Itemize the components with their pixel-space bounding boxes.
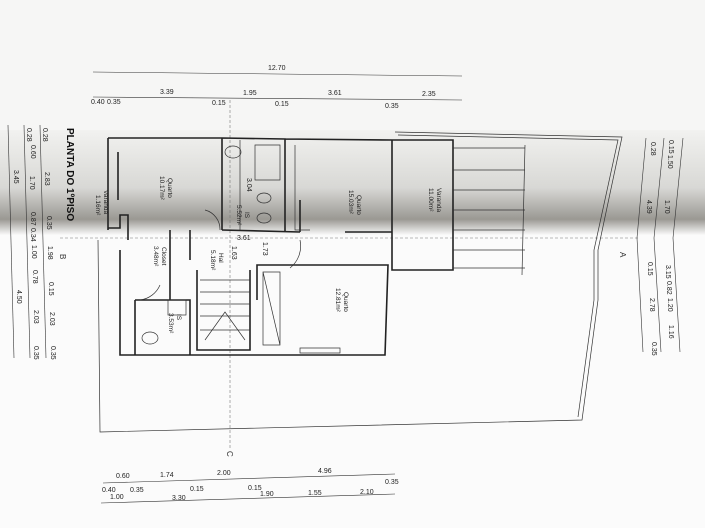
dim-bottom: 0.35 — [130, 487, 144, 494]
dim-left: 2.03 — [32, 310, 39, 324]
dim-right: 0.15 — [646, 262, 653, 276]
lot-outline — [97, 131, 623, 433]
room-quarto-2-name: Quarto — [355, 195, 362, 215]
room-is-2-name: IS — [175, 314, 182, 321]
dim-top: 0.35 — [385, 103, 399, 110]
dim-right: 1.70 — [663, 200, 670, 214]
dim-top: 0.15 — [212, 100, 226, 107]
room-quarto-2-area: 15.03m² — [347, 190, 354, 215]
dim-bottom: 2.10 — [360, 489, 374, 496]
dim-right: 0.28 — [649, 142, 656, 156]
axis-label-c: C — [225, 451, 234, 457]
dim-left: 0.87 — [29, 212, 36, 226]
dim-right: 0.15 — [667, 140, 674, 154]
dim-left: 0.35 — [32, 346, 39, 360]
dim-left: 0.28 — [41, 128, 48, 142]
dim-right: 3.15 — [664, 265, 671, 279]
plan-title: PLANTA DO 1ºPISO — [64, 128, 75, 221]
dim-left: 0.15 — [47, 282, 54, 296]
inner-dim-2: 3.61 — [237, 235, 251, 242]
dim-left: 1.00 — [30, 245, 37, 259]
dim-right: 1.16 — [667, 325, 674, 339]
dim-top: 2.35 — [422, 91, 436, 98]
dim-left: 1.70 — [28, 176, 35, 190]
dim-left: 0.78 — [31, 270, 38, 284]
dim-top: 0.15 — [275, 101, 289, 108]
room-quarto-3-area: 12.81m² — [334, 288, 341, 313]
dim-bottom: 4.96 — [318, 468, 332, 475]
dim-top: 3.39 — [160, 89, 174, 96]
dim-right: 0.35 — [650, 342, 657, 356]
axis-label-b: B — [58, 254, 67, 259]
paper-fold-shadow — [0, 130, 705, 235]
dim-top-total: 12.70 — [268, 65, 286, 72]
dim-top: 0.40 — [91, 99, 105, 106]
top-dimensions: 12.70 0.40 0.35 3.39 0.15 1.95 0.15 3.61… — [91, 65, 463, 110]
left-dimensions: 3.45 4.50 0.28 0.60 1.70 0.87 0.34 1.00 … — [7, 124, 56, 360]
room-varanda-area: 11.00m² — [427, 188, 434, 212]
room-is-1-area: 5.52m² — [235, 205, 242, 226]
room-closet-name: Closet — [160, 247, 167, 266]
dim-bottom: 3.30 — [172, 495, 186, 502]
room-labels: Quarto 10.17m² Varanda 1.16m² IS 5.52m² … — [94, 176, 442, 334]
room-hal-area: 5.18m² — [209, 250, 216, 271]
dim-left: 0.60 — [29, 145, 36, 159]
dim-top: 1.95 — [243, 90, 257, 97]
inner-dim-1: 3.04 — [245, 178, 252, 192]
dim-bottom: 1.00 — [110, 494, 124, 501]
dim-bottom: 0.60 — [116, 473, 130, 480]
dim-left: 4.50 — [15, 290, 22, 304]
dim-right: 2.78 — [648, 298, 655, 312]
dim-bottom: 0.15 — [190, 486, 204, 493]
dim-bottom: 0.40 — [102, 487, 116, 494]
inner-dim-4: 1.73 — [261, 242, 268, 256]
dim-bottom: 0.15 — [248, 485, 262, 492]
dim-right: 4.39 — [645, 200, 652, 214]
room-quarto-3-name: Quarto — [342, 292, 349, 312]
room-varanda-left-area: 1.16m² — [94, 195, 101, 216]
dim-left: 0.35 — [49, 346, 56, 360]
dim-left: 1.98 — [46, 246, 53, 260]
dim-left: 0.28 — [25, 128, 32, 142]
dim-left: 2.03 — [48, 312, 55, 326]
inner-dim-3: 1.63 — [230, 246, 237, 260]
dim-bottom: 0.35 — [385, 479, 399, 486]
dim-left: 2.83 — [43, 172, 50, 186]
dim-bottom: 1.74 — [160, 472, 174, 479]
bottom-dimensions: 0.60 1.74 0.15 2.00 0.15 4.96 0.35 0.40 … — [100, 468, 399, 504]
dim-left: 0.34 — [29, 228, 36, 242]
building-walls — [107, 137, 526, 356]
dim-left: 0.35 — [45, 216, 52, 230]
dim-bottom: 2.00 — [217, 470, 231, 477]
room-hal-name: Hal — [217, 253, 224, 263]
room-is-1-name: IS — [243, 212, 250, 219]
dim-right: 1.50 — [666, 155, 673, 169]
dim-bottom: 1.90 — [260, 491, 274, 498]
dim-bottom: 1.55 — [308, 490, 322, 497]
dim-top: 3.61 — [328, 90, 342, 97]
axis-label-a: A — [618, 252, 627, 258]
room-varanda-name: Varanda — [435, 188, 442, 212]
room-closet-area: 3.48m² — [152, 246, 159, 267]
right-dimensions: 0.28 4.39 0.15 2.78 0.35 0.15 1.50 1.70 … — [636, 137, 684, 356]
dim-right: 1.20 — [666, 298, 673, 312]
room-varanda-left-name: Varanda — [102, 190, 109, 214]
dim-left: 3.45 — [12, 170, 19, 184]
room-is-2-area: 3.53m² — [167, 313, 174, 334]
dim-right: 0.82 — [665, 281, 672, 295]
dim-top: 0.35 — [107, 99, 121, 106]
room-quarto-1-name: Quarto — [166, 178, 173, 198]
room-quarto-1-area: 10.17m² — [158, 176, 165, 201]
